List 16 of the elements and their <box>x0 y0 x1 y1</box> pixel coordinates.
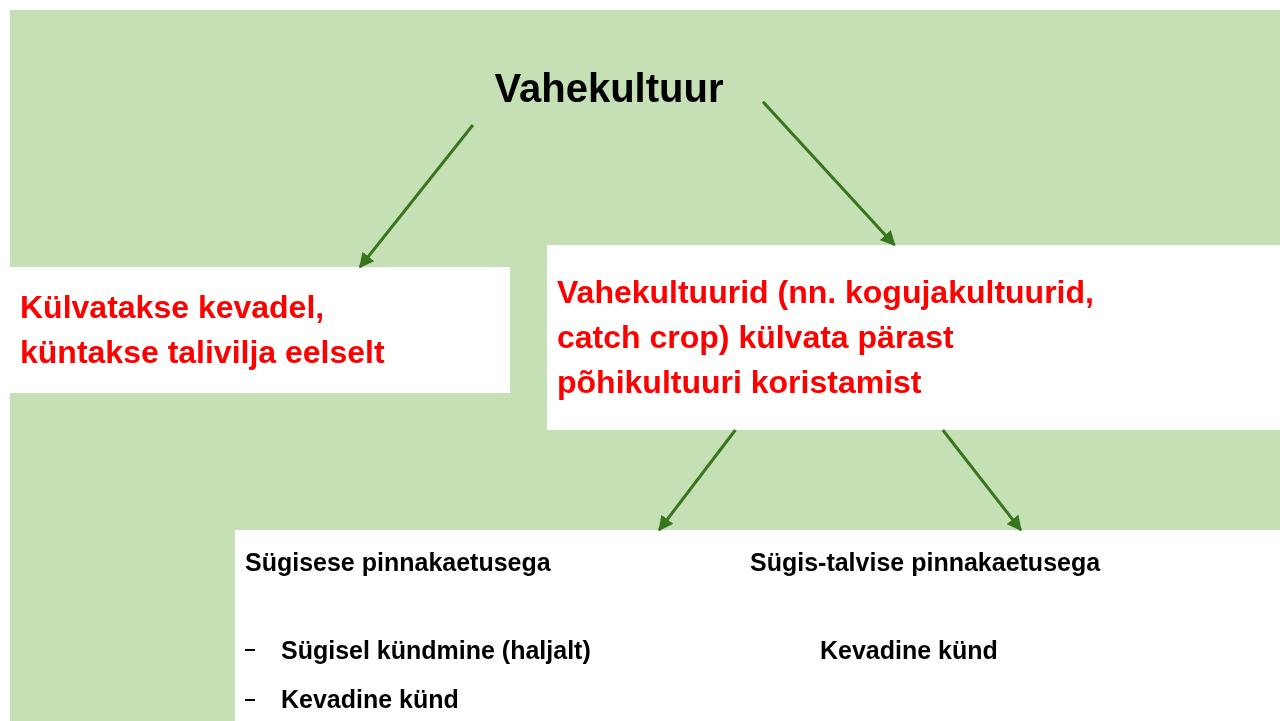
list-item-text: Kevadine künd <box>281 684 459 715</box>
category-panel <box>235 530 740 721</box>
list-item-text: Kevadine künd <box>820 634 998 666</box>
list-item-text: Sügisel kündmine (haljalt) <box>281 634 591 666</box>
heading-text: Sügis-talvise pinnakaetusega <box>750 547 1102 578</box>
arrow <box>761 100 896 247</box>
statement-text: Vahekultuurid (nn. kogujakultuurid, catch crop) külvata pärast põhikultuuri koristamist <box>557 273 1095 402</box>
heading-text: Sügisese pinnakaetusega <box>245 547 552 578</box>
arrow <box>658 429 737 532</box>
statement-box <box>547 245 1280 430</box>
title-text: Vahekultuur <box>494 64 724 112</box>
arrow <box>358 124 475 269</box>
category-panel <box>740 530 1280 721</box>
arrow <box>941 429 1022 532</box>
statement-text: Külvatakse kevadel, küntakse talivilja eelselt <box>20 288 386 372</box>
statement-box <box>10 267 510 393</box>
